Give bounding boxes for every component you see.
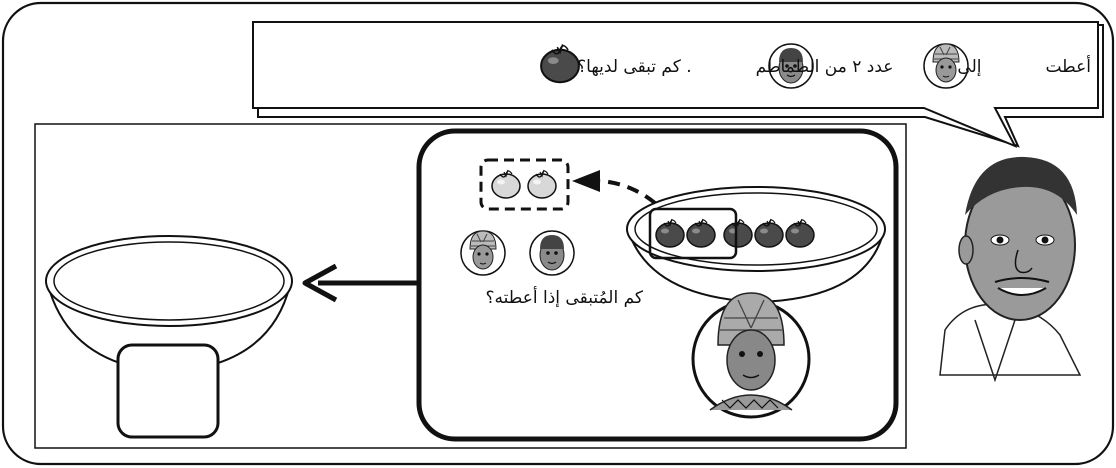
scene-panel (34, 123, 907, 449)
receiver-face-icon (529, 230, 575, 276)
given-tomatoes-box (479, 158, 570, 211)
empty-bowl (45, 235, 293, 374)
speech-text: أعطت إلى عدد ٢ من الطماطم . كم تبقى لديه… (258, 33, 1103, 101)
give-arrow (599, 179, 657, 205)
speech-part-3: عدد ٢ من الطماطم (755, 57, 894, 77)
woman-portrait-icon (691, 292, 811, 419)
giver-slot (989, 43, 1037, 91)
speech-bubble (252, 21, 1099, 148)
speech-part-1: أعطت (1045, 57, 1091, 77)
result-arrowhead (302, 263, 338, 303)
tomato-slot (700, 43, 748, 91)
speech-part-2: إلى (957, 57, 982, 77)
receiver-slot (901, 43, 949, 91)
giver-face-icon (460, 230, 506, 276)
speech-part-4: . كم تبقى لديها؟ (577, 57, 692, 77)
answer-box[interactable] (116, 343, 220, 439)
give-arrowhead (572, 170, 600, 192)
selected-tomatoes-box (648, 207, 738, 260)
question-text: كم المُتبقى إذا أعطته؟ (485, 288, 643, 308)
man-portrait-icon (939, 156, 1082, 383)
